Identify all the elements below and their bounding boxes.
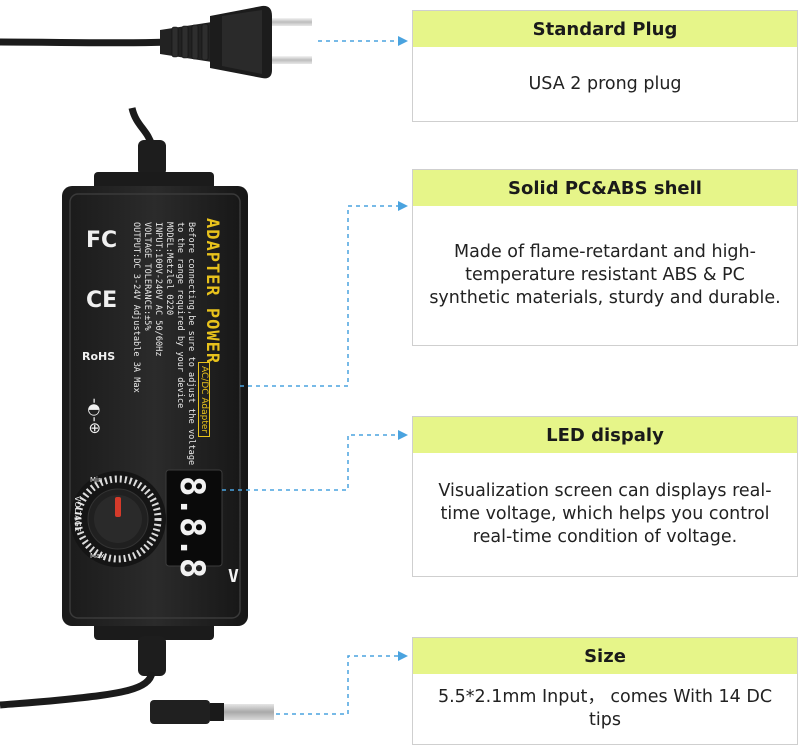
spec-line: OUTPUT:DC 3-24V Adjustable 3A Max (131, 222, 141, 393)
spec-line: VOLTAGE TOLERANCE:±5% (142, 222, 152, 331)
dc-cable (0, 671, 156, 709)
knob-min-label: Min (90, 476, 103, 484)
ac-cable (0, 38, 174, 47)
led-digits: 8.8.8 (172, 476, 212, 579)
led-unit: V (228, 566, 239, 587)
feature-card-size: Size 5.5*2.1mm Input， comes With 14 DC t… (412, 637, 798, 745)
led-display (165, 469, 223, 567)
feature-description: Visualization screen can displays real-t… (438, 481, 772, 547)
adapter-spec-block: Before connecting,be sure to adjust the … (130, 222, 196, 465)
knob-max-label: Max (90, 552, 105, 560)
spec-line: INPUT:100V-240V AC 50/60Hz (153, 222, 163, 357)
spec-line: to the range required by your device (175, 222, 185, 409)
dc-barrel-plug (150, 700, 274, 724)
feature-title: Size (413, 638, 797, 674)
feature-card-shell: Solid PC&ABS shell Made of flame-retarda… (412, 169, 798, 346)
feature-description: 5.5*2.1mm Input， comes With 14 DC tips (437, 687, 773, 730)
feature-card-led: LED dispaly Visualization screen can dis… (412, 416, 798, 577)
polarity-symbol: -◐-⊕ (86, 398, 104, 435)
fcc-mark: FC (86, 228, 118, 253)
feature-title: LED dispaly (413, 417, 797, 453)
rohs-mark: RoHS (82, 350, 116, 363)
spec-line: MODEL:Metzlel 0220 (164, 222, 174, 316)
feature-card-plug: Standard Plug USA 2 prong plug (412, 10, 798, 122)
callout-connectors (222, 40, 398, 715)
feature-title: Standard Plug (413, 11, 797, 47)
adapter-label-title: ADAPTER POWER (202, 218, 222, 365)
spec-line: Before connecting,be sure to adjust the … (186, 222, 196, 466)
ce-mark: CE (86, 288, 118, 313)
feature-title: Solid PC&ABS shell (413, 170, 797, 206)
adapter-label-subtitle: AC/DC Adapter (198, 362, 210, 438)
feature-description: Made of flame-retardant and high-tempera… (429, 242, 781, 308)
feature-description: USA 2 prong plug (528, 73, 682, 94)
voltage-knob (70, 471, 166, 567)
knob-label: VOLTAGE (73, 496, 82, 532)
us-plug (160, 5, 312, 79)
